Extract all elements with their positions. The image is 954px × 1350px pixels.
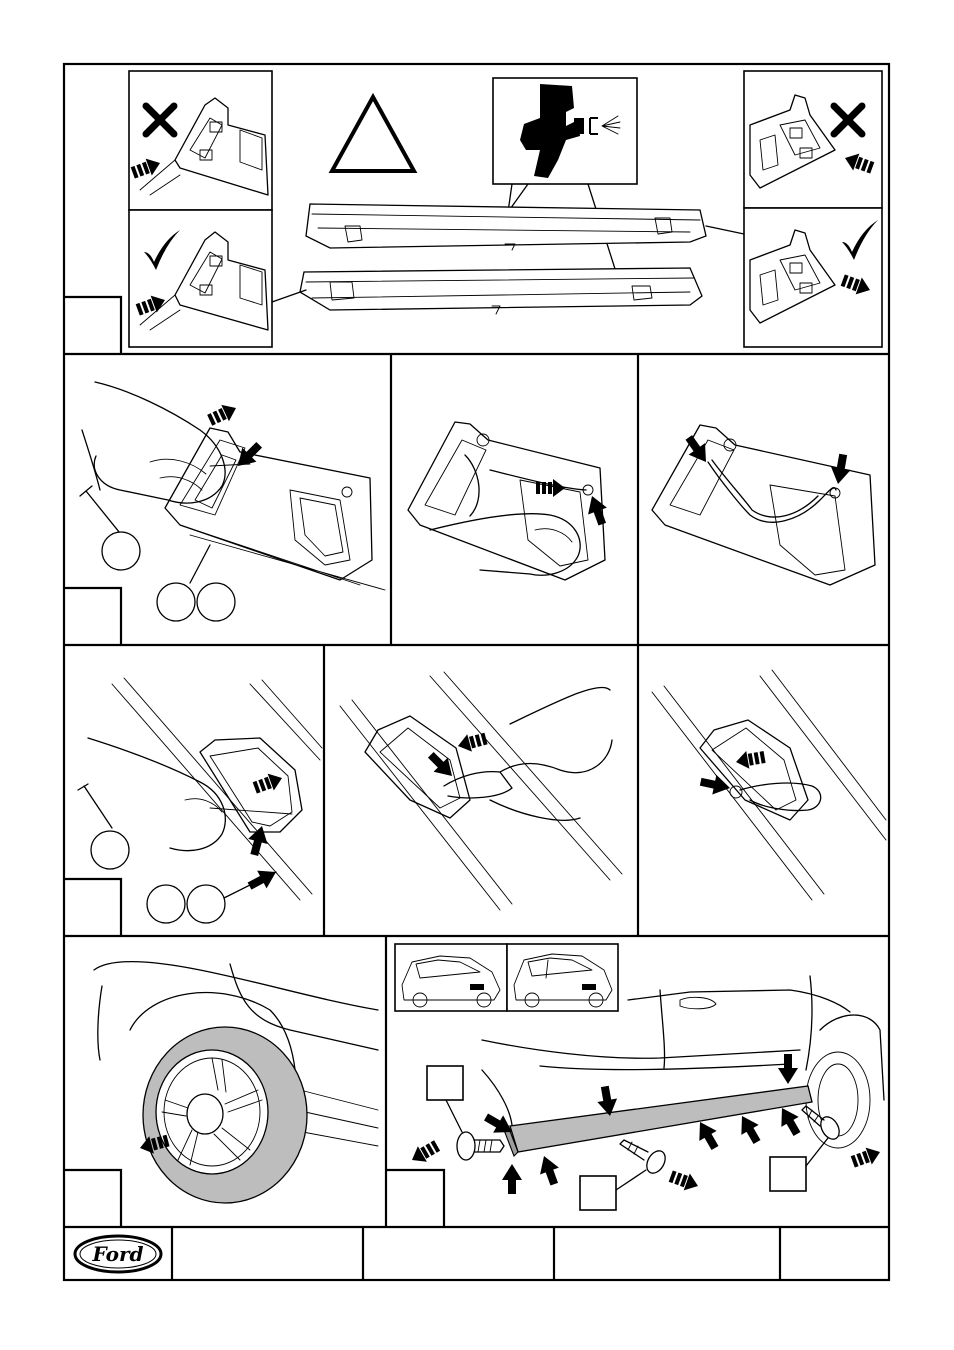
car-thumbnail-5door	[507, 944, 618, 1011]
side-sill-moulding	[510, 1086, 812, 1152]
callout-circle	[187, 885, 225, 923]
arrow-icon	[733, 1111, 765, 1147]
arrow-icon	[778, 1054, 798, 1084]
step-3c-panel	[652, 670, 886, 900]
car-thumbnail-3door	[395, 944, 507, 1011]
footer-cell-1	[176, 1232, 359, 1276]
arrow-icon	[535, 1153, 564, 1188]
step-3-panel	[78, 678, 322, 923]
arrow-icon	[408, 1138, 442, 1168]
step-1-panel	[129, 71, 882, 347]
sill-moulding-lower	[300, 268, 702, 314]
arrow-icon	[206, 400, 240, 429]
warning-triangle-icon	[332, 97, 414, 171]
ford-logo-text: Ford	[92, 1242, 144, 1266]
arrow-icon	[734, 748, 766, 771]
arrow-icon	[252, 770, 285, 797]
reference-box	[427, 1066, 463, 1100]
reference-box	[580, 1176, 616, 1210]
arrow-icon	[691, 1117, 723, 1153]
arrow-icon	[583, 493, 612, 528]
callout-circle	[147, 885, 185, 923]
reference-box	[770, 1157, 806, 1191]
ford-logo: Ford	[75, 1236, 161, 1272]
sill-moulding-upper	[306, 204, 706, 250]
screw	[802, 1106, 843, 1142]
step-4-panel	[94, 962, 378, 1203]
callout-circle	[157, 583, 195, 621]
arrow-icon	[456, 730, 489, 755]
footer-cell-2	[367, 1232, 550, 1276]
footer-cell-3	[558, 1232, 776, 1276]
step-2c-panel	[652, 425, 875, 585]
screw	[457, 1132, 504, 1160]
arrow-icon	[245, 863, 281, 895]
callout-circle	[102, 532, 140, 570]
step-2b-panel	[408, 422, 612, 580]
arrow-icon	[699, 772, 733, 798]
step-5-panel	[395, 944, 884, 1210]
step-2-panel	[80, 382, 385, 621]
arrow-icon	[828, 453, 853, 486]
callout-circle	[197, 583, 235, 621]
footer-cell-4	[784, 1232, 885, 1276]
arrow-icon	[668, 1168, 701, 1195]
arrow-icon	[502, 1164, 522, 1194]
step-3b-panel	[340, 672, 622, 910]
arrow-icon	[850, 1144, 883, 1171]
callout-circle	[91, 831, 129, 869]
